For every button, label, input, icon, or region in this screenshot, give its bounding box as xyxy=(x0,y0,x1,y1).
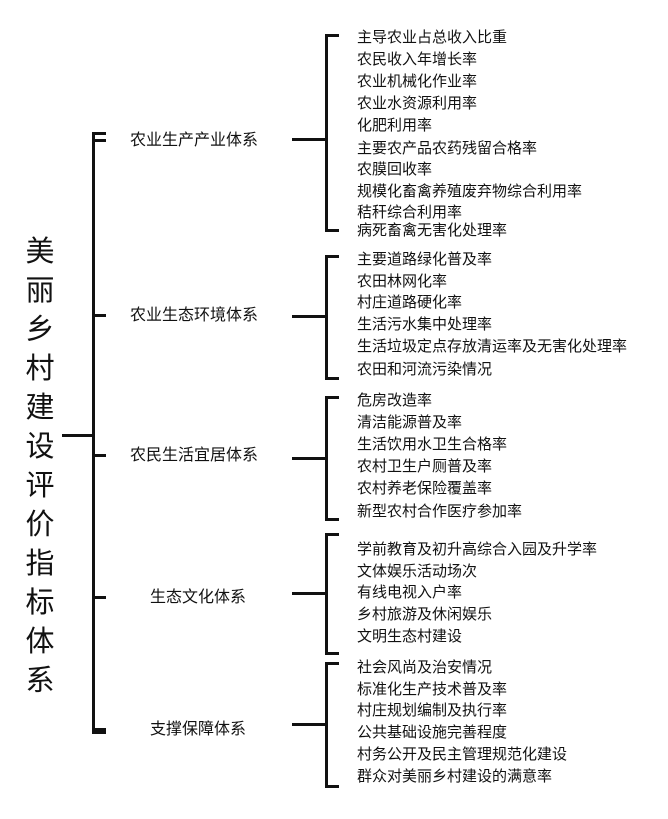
category-label: 农业生态环境体系 xyxy=(130,305,259,324)
item-bracket-top xyxy=(325,533,339,536)
item-bracket-vertical xyxy=(325,255,328,380)
indicator-item: 文明生态村建设 xyxy=(357,627,463,645)
indicator-item: 危房改造率 xyxy=(357,391,433,409)
category-label: 农民生活宜居体系 xyxy=(130,445,259,464)
item-bracket-top xyxy=(325,255,339,258)
category-connector xyxy=(292,592,328,595)
category-label: 农业生产产业体系 xyxy=(130,130,259,149)
indicator-item: 村庄规划编制及执行率 xyxy=(357,701,508,719)
indicator-item: 农田和河流污染情况 xyxy=(357,360,493,378)
indicator-item: 农田林网化率 xyxy=(357,272,448,290)
indicator-item: 生活污水集中处理率 xyxy=(357,315,493,333)
category-tick xyxy=(92,728,106,731)
category-bracket-bottom xyxy=(92,731,106,734)
item-bracket-vertical xyxy=(325,34,328,232)
indicator-item: 主导农业占总收入比重 xyxy=(357,28,508,46)
indicator-item: 有线电视入户率 xyxy=(357,583,463,601)
item-bracket-top xyxy=(325,662,339,665)
item-bracket-bottom xyxy=(325,652,339,655)
indicator-item: 标准化生产技术普及率 xyxy=(357,680,508,698)
indicator-item: 文体娱乐活动场次 xyxy=(357,562,478,580)
indicator-item: 乡村旅游及休闲娱乐 xyxy=(357,605,493,623)
indicator-item: 农业水资源利用率 xyxy=(357,94,478,112)
category-tick xyxy=(92,139,106,142)
item-bracket-bottom xyxy=(325,377,339,380)
indicator-item: 社会风尚及治安情况 xyxy=(357,658,493,676)
root-connector xyxy=(62,434,94,437)
item-bracket-top xyxy=(325,34,339,37)
category-label: 生态文化体系 xyxy=(150,587,247,606)
category-connector xyxy=(292,457,328,460)
category-label: 支撑保障体系 xyxy=(150,719,247,738)
category-connector xyxy=(292,138,328,141)
indicator-item: 规模化畜禽养殖废弃物综合利用率 xyxy=(357,182,583,200)
indicator-item: 公共基础设施完善程度 xyxy=(357,723,508,741)
item-bracket-vertical xyxy=(325,533,328,655)
indicator-item: 群众对美丽乡村建设的满意率 xyxy=(357,767,553,785)
category-tick xyxy=(92,314,106,317)
indicator-item: 农膜回收率 xyxy=(357,160,433,178)
indicator-item: 农村养老保险覆盖率 xyxy=(357,479,493,497)
indicator-item: 新型农村合作医疗参加率 xyxy=(357,502,523,520)
item-bracket-bottom xyxy=(325,518,339,521)
root-title: 美丽乡村建设评价指标体系 xyxy=(25,234,55,697)
indicator-item: 农民收入年增长率 xyxy=(357,50,478,68)
category-connector xyxy=(292,315,328,318)
indicator-item: 生活垃圾定点存放清运率及无害化处理率 xyxy=(357,337,628,355)
item-bracket-vertical xyxy=(325,662,328,788)
indicator-item: 主要道路绿化普及率 xyxy=(357,250,493,268)
indicator-item: 村务公开及民主管理规范化建设 xyxy=(357,745,568,763)
category-bracket-vertical xyxy=(92,132,95,734)
indicator-item: 清洁能源普及率 xyxy=(357,413,463,431)
item-bracket-bottom xyxy=(325,785,339,788)
category-tick xyxy=(92,454,106,457)
indicator-item: 学前教育及初升高综合入园及升学率 xyxy=(357,540,598,558)
item-bracket-vertical xyxy=(325,396,328,521)
indicator-item: 化肥利用率 xyxy=(357,116,433,134)
category-connector xyxy=(292,723,328,726)
category-tick xyxy=(92,596,106,599)
item-bracket-top xyxy=(325,396,339,399)
item-bracket-bottom xyxy=(325,229,339,232)
indicator-item: 病死畜禽无害化处理率 xyxy=(357,221,508,239)
indicator-item: 村庄道路硬化率 xyxy=(357,293,463,311)
indicator-item: 生活饮用水卫生合格率 xyxy=(357,435,508,453)
indicator-item: 秸秆综合利用率 xyxy=(357,203,463,221)
category-bracket-top xyxy=(92,132,106,135)
indicator-item: 农村卫生户厕普及率 xyxy=(357,457,493,475)
indicator-item: 农业机械化作业率 xyxy=(357,72,478,90)
indicator-item: 主要农产品农药残留合格率 xyxy=(357,139,538,157)
